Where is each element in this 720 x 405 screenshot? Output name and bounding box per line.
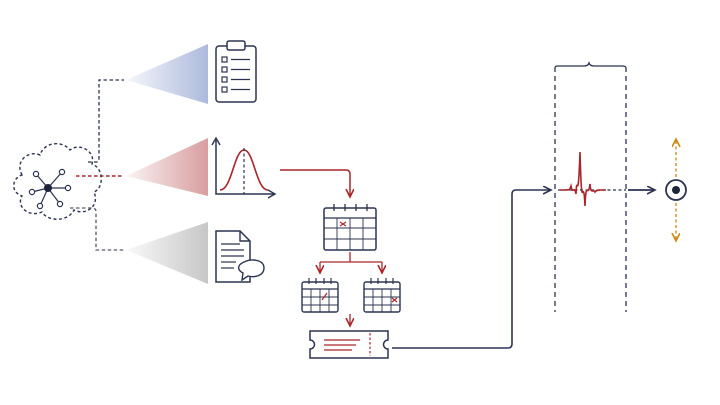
- window-brace: [554, 60, 627, 72]
- bell-curve-chart-icon: [211, 136, 277, 199]
- calendar-icon: [301, 278, 339, 313]
- ticket-icon: [309, 330, 389, 359]
- flow-path-to-signal: [392, 190, 550, 349]
- calendar-icon: [363, 278, 401, 313]
- measurement-window: [554, 60, 627, 312]
- red-cone: [126, 138, 208, 196]
- document-chat-icon: [215, 230, 265, 283]
- flow-arrow-to-calendar: [280, 169, 350, 196]
- blue-cone: [126, 44, 208, 104]
- connector-blue: [88, 79, 124, 163]
- clipboard-checklist-icon: [215, 40, 257, 103]
- waveform-pulse-icon: [560, 151, 606, 207]
- branch-connector: [320, 252, 382, 263]
- connector-gray: [70, 207, 124, 251]
- calendar-icon: [323, 204, 377, 251]
- target-point-icon: [665, 179, 687, 201]
- gray-cone: [126, 222, 208, 284]
- network-cloud-icon: [13, 143, 102, 220]
